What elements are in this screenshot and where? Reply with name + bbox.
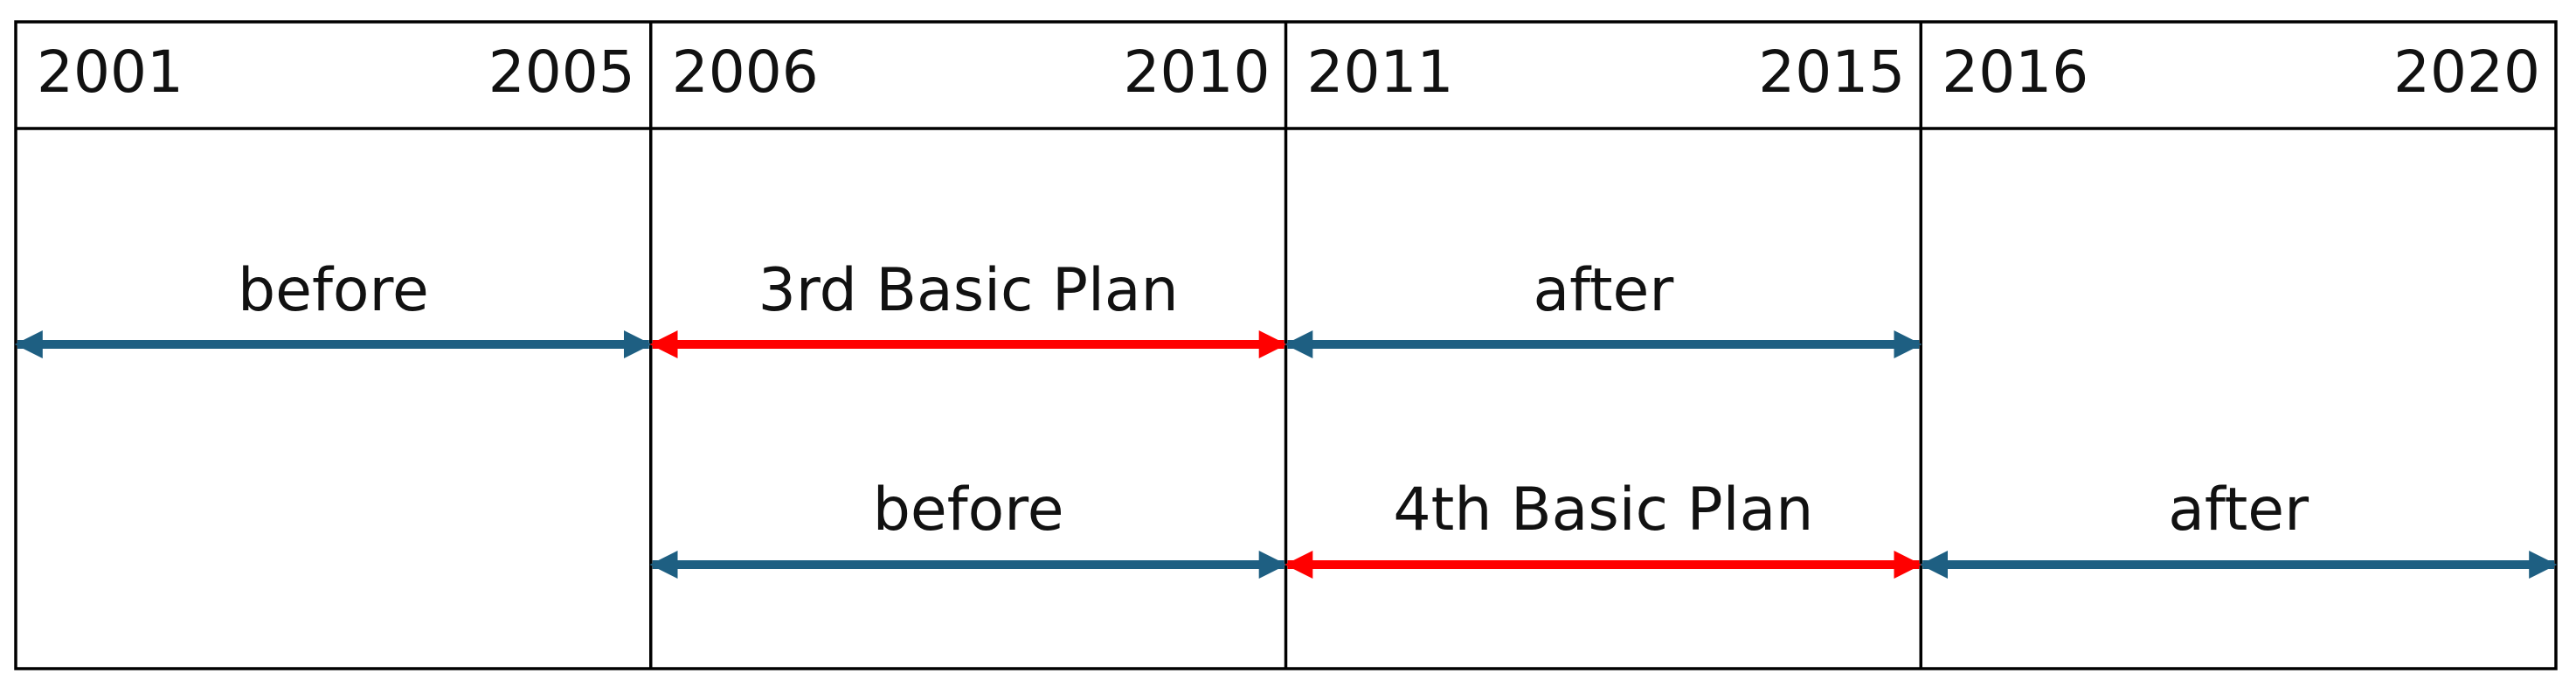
context-label: after	[1533, 256, 1673, 325]
period-end-year: 2005	[488, 38, 635, 106]
period-start-year: 2011	[1307, 38, 1454, 106]
period-rows: before 3rd Basic Plan after before 4th Basic…	[14, 256, 2558, 579]
period-start-year: 2006	[672, 38, 819, 106]
year-header: 2001 2005 2006 2010 2011 2015 2016 2020	[37, 38, 2540, 106]
timeline-row: before 3rd Basic Plan after	[14, 256, 1922, 359]
period-start-year: 2016	[1942, 38, 2088, 106]
period-end-year: 2010	[1124, 38, 1271, 106]
timeline-row: before 4th Basic Plan after	[649, 475, 2558, 579]
context-label: before	[873, 475, 1064, 545]
context-label: after	[2168, 475, 2309, 545]
plan-label: 3rd Basic Plan	[758, 256, 1179, 325]
period-end-year: 2015	[1758, 38, 1905, 106]
period-start-year: 2001	[37, 38, 184, 106]
context-label: before	[238, 256, 429, 325]
plan-label: 4th Basic Plan	[1393, 475, 1813, 545]
period-end-year: 2020	[2393, 38, 2540, 106]
